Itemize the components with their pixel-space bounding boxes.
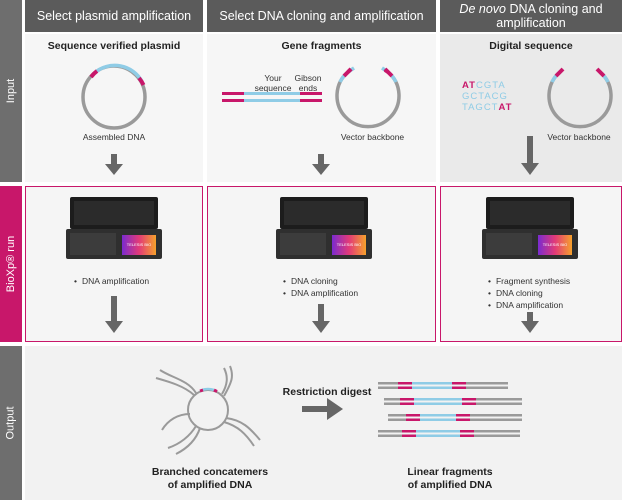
list-item: Fragment synthesis <box>488 275 570 287</box>
header-col2: Select DNA cloning and amplification <box>207 0 436 32</box>
header-col3: De novo DNA cloning and amplification <box>440 0 622 32</box>
list-item: DNA amplification <box>283 287 358 299</box>
row-label-input: Input <box>0 0 22 182</box>
linear-fragments-icon <box>378 382 522 437</box>
row-label-output: Output <box>0 346 22 500</box>
list-item: DNA cloning <box>283 275 358 287</box>
plasmid-assembled-icon <box>81 63 147 130</box>
down-arrow-icon <box>312 304 330 333</box>
input-col3-caption: Vector backbone <box>547 132 611 142</box>
input-col1-title: Sequence verified plasmid <box>47 40 181 52</box>
list-item: DNA amplification <box>74 275 149 287</box>
bioxp-instrument-image: TELESIS BIO <box>66 197 162 261</box>
bioxp-col3-list: Fragment synthesis DNA cloning DNA ampli… <box>488 275 570 311</box>
output-panel <box>25 346 622 500</box>
instrument-screen: TELESIS BIO <box>332 235 366 255</box>
down-arrow-icon <box>312 154 330 175</box>
header-col2-label: Select DNA cloning and amplification <box>219 8 424 23</box>
right-arrow-icon <box>302 398 343 420</box>
header-col1-label: Select plasmid amplification <box>36 8 192 23</box>
branched-concatemer-icon <box>155 365 261 455</box>
bioxp-col1-list: DNA amplification <box>74 275 149 287</box>
input-col1-caption: Assembled DNA <box>82 132 146 142</box>
down-arrow-icon <box>105 296 123 333</box>
vector-backbone-icon <box>335 66 401 129</box>
bioxp-instrument-image: TELESIS BIO <box>482 197 578 261</box>
digital-sequence-text: ATCGTA GCTACG TAGCTAT <box>462 80 513 113</box>
gibson-ends-label: Gibson ends <box>294 73 322 93</box>
bioxp-instrument-image: TELESIS BIO <box>276 197 372 261</box>
gene-fragment-icon <box>222 92 322 102</box>
header-col1: Select plasmid amplification <box>25 0 203 32</box>
your-sequence-label: Your sequence <box>254 73 292 93</box>
vector-backbone-icon <box>547 67 613 129</box>
header-col3-label: De novo DNA cloning and amplification <box>459 1 603 30</box>
bioxp-col2-list: DNA cloning DNA amplification <box>283 275 358 299</box>
input-col2-caption: Vector backbone <box>340 132 405 142</box>
instrument-screen: TELESIS BIO <box>538 235 572 255</box>
restriction-digest-label: Restriction digest <box>282 386 372 398</box>
input-col3-title: Digital sequence <box>489 40 573 52</box>
row-label-bioxp: BioXp® run <box>0 186 22 342</box>
input-col2-title: Gene fragments <box>281 40 362 52</box>
instrument-screen: TELESIS BIO <box>122 235 156 255</box>
list-item: DNA amplification <box>488 299 570 311</box>
list-item: DNA cloning <box>488 287 570 299</box>
down-arrow-icon <box>521 136 539 175</box>
down-arrow-icon <box>105 154 123 175</box>
down-arrow-icon <box>521 312 539 333</box>
